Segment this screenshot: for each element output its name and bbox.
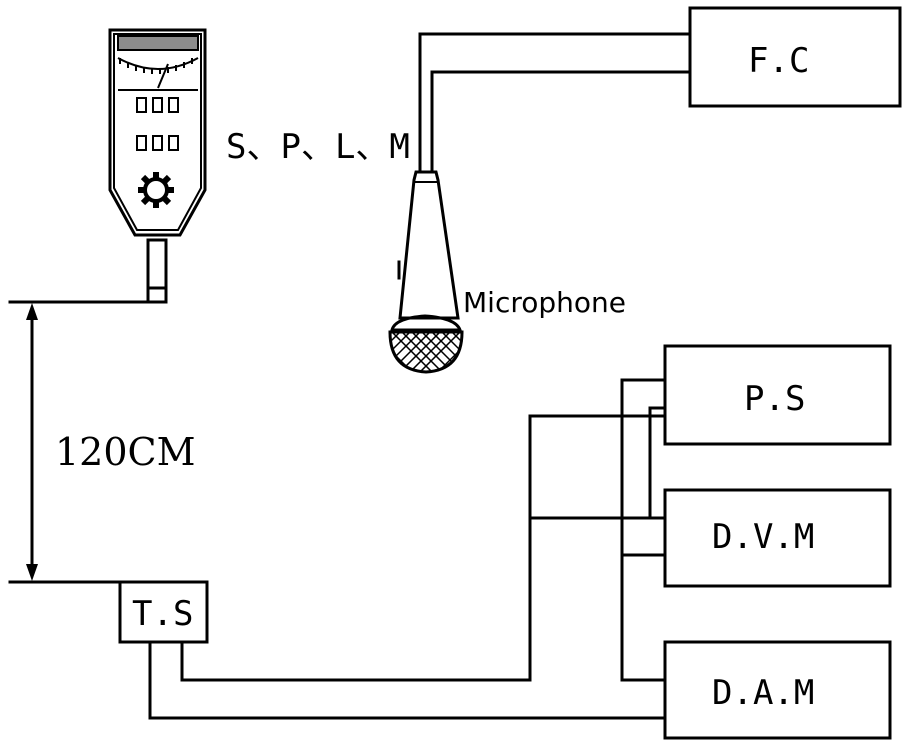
- splm-label: S、P、L、M: [226, 127, 410, 167]
- microphone-icon: [388, 32, 692, 374]
- ts-box: [118, 580, 209, 644]
- sound-level-meter-icon: [108, 28, 207, 304]
- dam-label: D.A.M: [712, 673, 814, 713]
- dimension-arrow-icon: [26, 303, 38, 581]
- dvm-label: D.V.M: [712, 517, 814, 557]
- dvm-box: [663, 488, 892, 588]
- dam-box: [663, 640, 892, 740]
- fc-box: [688, 6, 902, 108]
- ts-label: T.S: [132, 594, 193, 634]
- distance-label: 120CM: [55, 430, 196, 474]
- microphone-label: Microphone: [463, 286, 626, 319]
- ps-label: P.S: [744, 379, 805, 419]
- wiring: [148, 378, 667, 720]
- gear-icon: [138, 172, 174, 208]
- ps-box: [663, 344, 892, 446]
- fc-label: F.C: [748, 41, 809, 81]
- meter-buttons: [136, 97, 179, 151]
